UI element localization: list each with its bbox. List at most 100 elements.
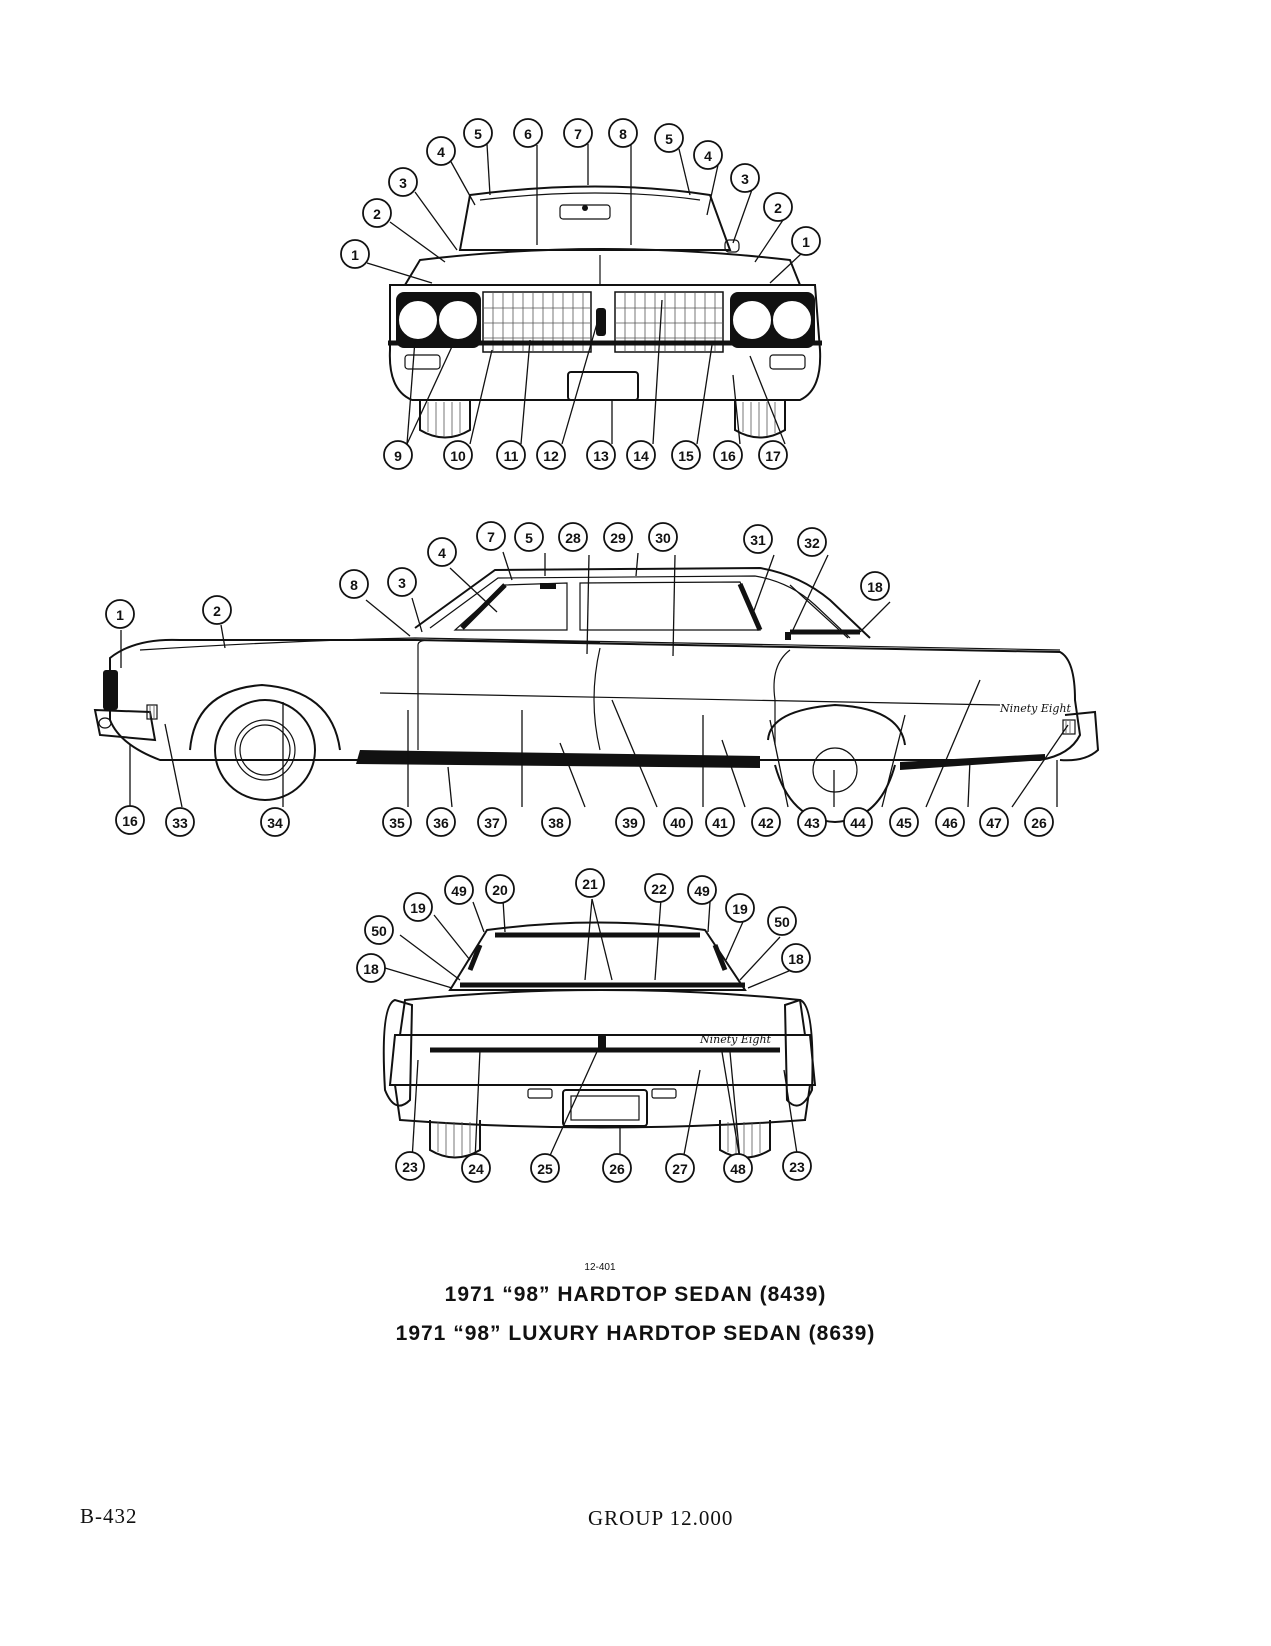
callout-17: 17	[758, 440, 788, 470]
svg-text:25: 25	[537, 1161, 553, 1177]
callout-34: 34	[260, 807, 290, 837]
svg-text:36: 36	[433, 815, 449, 831]
svg-text:30: 30	[655, 530, 671, 546]
svg-text:49: 49	[451, 883, 467, 899]
svg-text:11: 11	[504, 448, 519, 464]
callout-1: 1	[105, 599, 135, 629]
svg-text:5: 5	[665, 131, 673, 147]
svg-text:27: 27	[672, 1161, 688, 1177]
callout-7: 7	[476, 521, 506, 551]
group-label: GROUP 12.000	[588, 1506, 734, 1530]
callout-13: 13	[586, 440, 616, 470]
svg-text:43: 43	[804, 815, 820, 831]
callout-30: 30	[648, 522, 678, 552]
svg-text:1: 1	[116, 607, 124, 623]
callout-6: 6	[513, 118, 543, 148]
front-view-leader-lines	[366, 143, 817, 445]
svg-text:24: 24	[468, 1161, 484, 1177]
svg-text:22: 22	[651, 881, 667, 897]
callout-2: 2	[202, 595, 232, 625]
callout-4: 4	[427, 537, 457, 567]
callout-10: 10	[443, 440, 473, 470]
callout-39: 39	[615, 807, 645, 837]
svg-text:7: 7	[487, 529, 495, 545]
svg-text:12: 12	[543, 448, 559, 464]
callout-26: 26	[1024, 807, 1054, 837]
callout-1: 1	[791, 226, 821, 256]
callout-4: 4	[426, 136, 456, 166]
svg-text:50: 50	[774, 914, 790, 930]
callout-18: 18	[781, 943, 811, 973]
svg-text:32: 32	[804, 535, 820, 551]
svg-text:4: 4	[437, 144, 445, 160]
svg-text:16: 16	[720, 448, 736, 464]
svg-text:31: 31	[750, 532, 766, 548]
svg-text:4: 4	[438, 545, 446, 561]
side-view-car: Ninety Eight	[93, 566, 1100, 824]
svg-text:1: 1	[802, 234, 810, 250]
rear-view-leader-lines	[384, 898, 799, 1161]
callout-35: 35	[382, 807, 412, 837]
svg-text:5: 5	[525, 530, 533, 546]
svg-text:20: 20	[492, 882, 508, 898]
svg-text:13: 13	[593, 448, 609, 464]
callout-23: 23	[782, 1151, 812, 1181]
callout-25: 25	[530, 1153, 560, 1183]
svg-text:50: 50	[371, 923, 387, 939]
callout-3: 3	[388, 167, 418, 197]
callout-8: 8	[608, 118, 638, 148]
callout-19: 19	[403, 892, 433, 922]
callout-27: 27	[665, 1153, 695, 1183]
svg-text:2: 2	[213, 603, 221, 619]
svg-text:37: 37	[484, 815, 500, 831]
svg-text:10: 10	[450, 448, 466, 464]
callout-21: 21	[575, 868, 605, 898]
callout-42: 42	[751, 807, 781, 837]
callout-19: 19	[725, 893, 755, 923]
callout-22: 22	[644, 873, 674, 903]
svg-text:44: 44	[850, 815, 866, 831]
callout-5: 5	[514, 522, 544, 552]
svg-text:19: 19	[410, 900, 426, 916]
figure-title-line-1: 1971 “98” HARDTOP SEDAN (8439)	[444, 1283, 827, 1306]
svg-text:3: 3	[399, 175, 407, 191]
svg-text:14: 14	[633, 448, 649, 464]
svg-text:26: 26	[1031, 815, 1047, 831]
svg-text:19: 19	[732, 901, 748, 917]
page-number: B-432	[80, 1504, 138, 1528]
callout-41: 41	[705, 807, 735, 837]
svg-text:8: 8	[619, 126, 627, 142]
rear-view-car: Ninety Eight	[382, 921, 817, 1159]
svg-text:6: 6	[524, 126, 532, 142]
callout-18: 18	[356, 953, 386, 983]
svg-text:41: 41	[712, 815, 728, 831]
callout-43: 43	[797, 807, 827, 837]
svg-text:18: 18	[867, 579, 883, 595]
side-view-leader-lines	[120, 551, 1069, 808]
svg-text:3: 3	[398, 575, 406, 591]
svg-text:26: 26	[609, 1161, 625, 1177]
callout-7: 7	[563, 118, 593, 148]
svg-text:1: 1	[351, 247, 359, 263]
callout-18: 18	[860, 571, 890, 601]
callout-24: 24	[461, 1153, 491, 1183]
callout-8: 8	[339, 569, 369, 599]
svg-text:49: 49	[694, 883, 710, 899]
callout-31: 31	[743, 524, 773, 554]
svg-text:42: 42	[758, 815, 774, 831]
callout-20: 20	[485, 874, 515, 904]
svg-text:5: 5	[474, 126, 482, 142]
svg-text:45: 45	[896, 815, 912, 831]
callout-16: 16	[713, 440, 743, 470]
callout-38: 38	[541, 807, 571, 837]
callout-3: 3	[730, 163, 760, 193]
callout-29: 29	[603, 522, 633, 552]
svg-text:18: 18	[363, 961, 379, 977]
callout-11: 11	[496, 440, 526, 470]
svg-text:23: 23	[789, 1159, 805, 1175]
svg-text:33: 33	[172, 815, 188, 831]
callout-1: 1	[340, 239, 370, 269]
